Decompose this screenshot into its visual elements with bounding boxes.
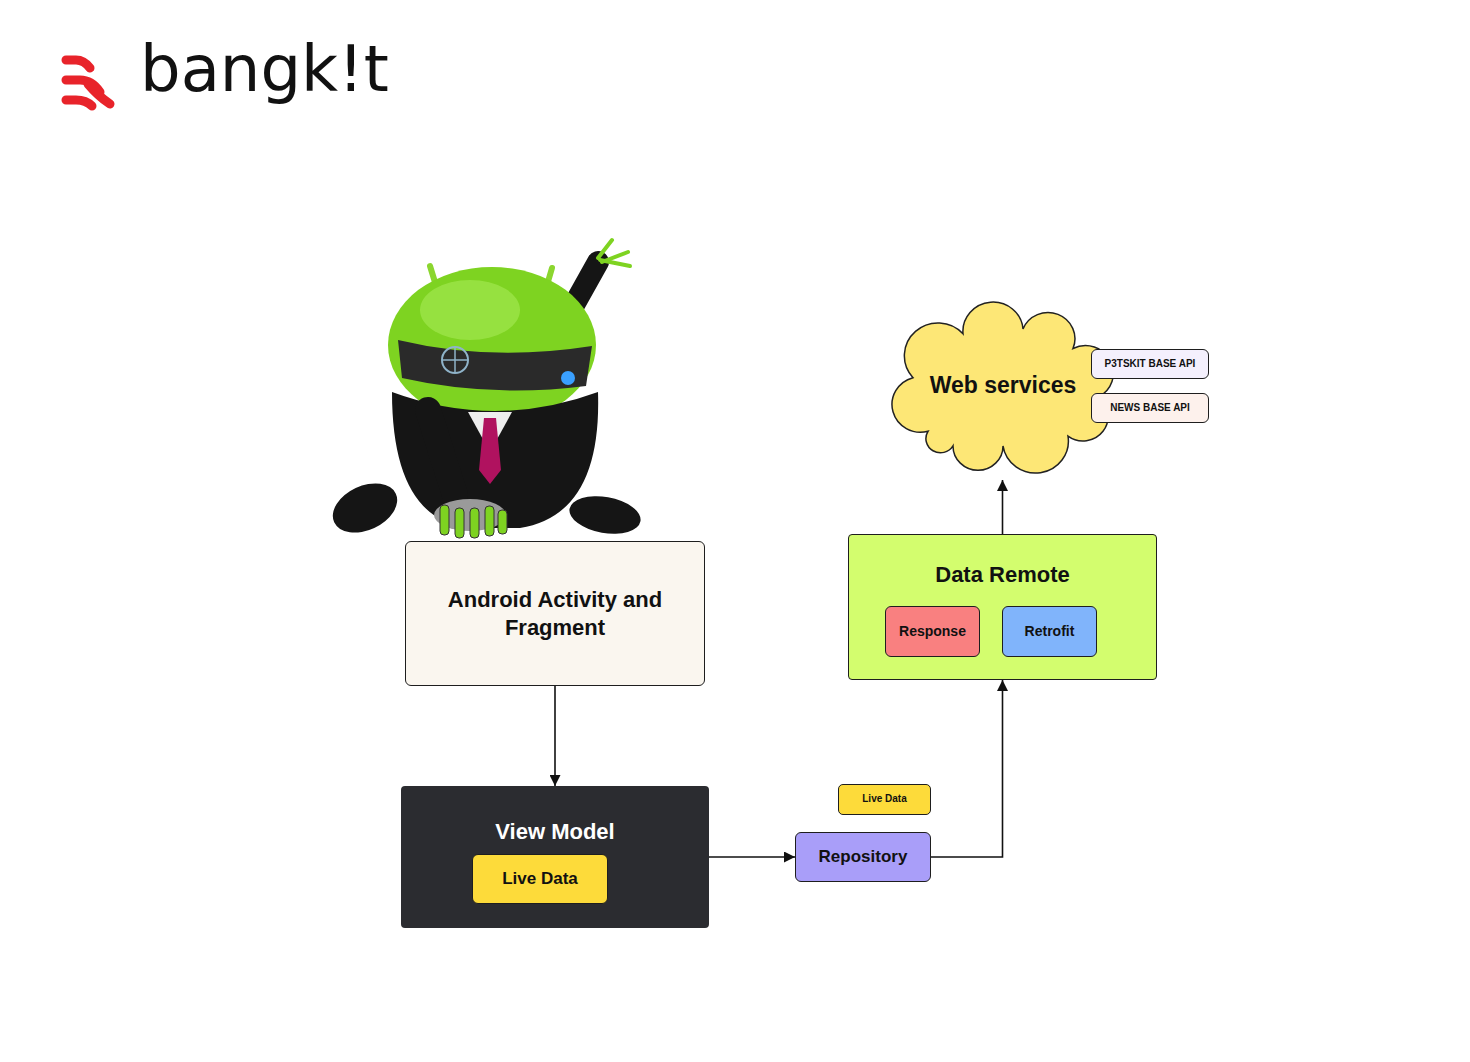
group-box: View ModelLive Data — [401, 786, 709, 928]
node-text: NEWS BASE API — [1110, 402, 1190, 415]
text-holder: Live Data — [862, 793, 906, 806]
process-box: Live Data — [472, 854, 608, 904]
process-box: Retrofit — [1002, 606, 1097, 657]
node-text: Repository — [819, 846, 908, 867]
logo-stroke — [66, 100, 92, 106]
cloud-path — [892, 302, 1113, 473]
process-box: Response — [885, 606, 980, 657]
text-holder: Android Activity and Fragment — [430, 586, 680, 641]
node-text: Response — [899, 623, 966, 641]
node-text: Web services — [930, 371, 1077, 400]
text-holder: Repository — [819, 846, 908, 867]
tag-box: Live Data — [838, 784, 931, 815]
process-box: Repository — [795, 832, 931, 882]
text-holder: P3TSKIT BASE API — [1105, 358, 1196, 371]
text-holder: Data Remote — [849, 561, 1156, 589]
text-holder: Web services — [930, 371, 1077, 400]
node-text: Data Remote — [935, 561, 1069, 589]
arrow-connector — [554, 686, 556, 786]
text-holder: View Model — [401, 818, 709, 846]
process-box: Android Activity and Fragment — [405, 541, 705, 686]
tag-box: P3TSKIT BASE API — [1091, 349, 1209, 379]
text-holder: Retrofit — [1025, 623, 1075, 641]
arrow-connector — [709, 856, 795, 858]
arrow-connector — [1002, 480, 1004, 534]
node-text: P3TSKIT BASE API — [1105, 358, 1196, 371]
cloud-shape: Web services — [873, 290, 1133, 480]
group-box: Data RemoteResponse Retrofit — [848, 534, 1157, 680]
node-text: Retrofit — [1025, 623, 1075, 641]
text-holder: Live Data — [502, 868, 578, 889]
android-robot — [325, 240, 644, 542]
logo-stroke — [88, 84, 110, 104]
arrow-connector — [931, 680, 1003, 857]
logo-icon — [66, 60, 110, 106]
logo-stroke — [66, 60, 90, 68]
text-holder: Response — [899, 623, 966, 641]
node-text: Live Data — [502, 868, 578, 889]
text-holder: NEWS BASE API — [1110, 402, 1190, 415]
tag-box: NEWS BASE API — [1091, 393, 1209, 423]
node-text: Live Data — [862, 793, 906, 806]
node-text: Android Activity and Fragment — [430, 586, 680, 641]
node-text: View Model — [495, 818, 614, 846]
logo-text: bangk!t — [140, 34, 389, 104]
